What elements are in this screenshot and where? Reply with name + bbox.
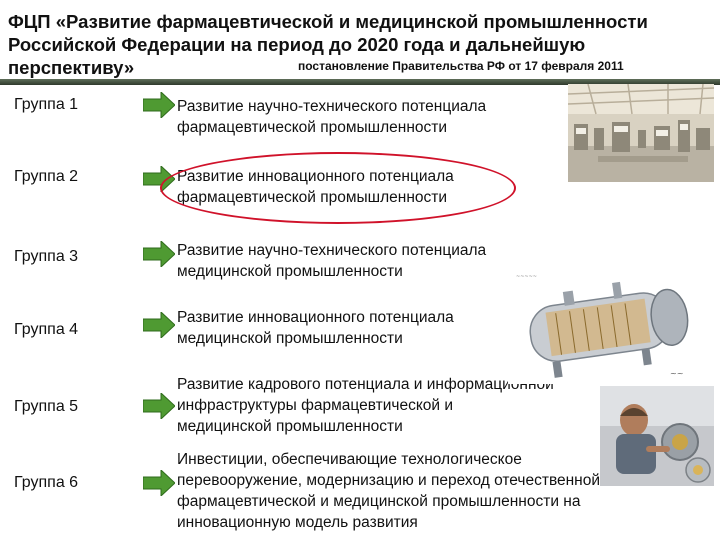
factory-hall-photo <box>568 84 714 182</box>
group-4-label: Группа 4 <box>14 321 79 338</box>
arrow-icon <box>143 470 175 496</box>
group-5-description: Развитие кадрового потенциала и информац… <box>177 374 554 437</box>
slide-subtitle: постановление Правительства РФ от 17 фев… <box>298 59 624 73</box>
slide-title: ФЦП «Развитие фармацевтической и медицин… <box>8 10 708 79</box>
group-3-label: Группа 3 <box>14 248 79 265</box>
arrow-icon <box>143 92 175 118</box>
group-6-line-3: фармацевтической и медицинской промышлен… <box>177 493 581 510</box>
industrial-vessel-photo: ~~~~~ ~~ <box>508 264 714 384</box>
title-line-2: Российской Федерации на период до 2020 г… <box>8 34 586 55</box>
group-1-line-1: Развитие научно-технического потенциала <box>177 98 487 115</box>
group-4-description: Развитие инновационного потенциала медиц… <box>177 307 454 349</box>
group-4-line-1: Развитие инновационного потенциала <box>177 309 454 326</box>
title-line-1: ФЦП «Развитие фармацевтической и медицин… <box>8 11 648 32</box>
group-3-line-2: медицинской промышленности <box>177 263 403 280</box>
group-6-line-2: перевооружение, модернизацию и переход о… <box>177 472 601 489</box>
group-6-label: Группа 6 <box>14 474 79 491</box>
group-4-line-2: медицинской промышленности <box>177 330 403 347</box>
title-line-3: перспективу» <box>8 57 135 78</box>
group-1-line-2: фармацевтической промышленности <box>177 119 448 136</box>
svg-text:~~: ~~ <box>670 369 683 378</box>
arrow-icon <box>143 312 175 338</box>
arrow-icon <box>143 241 175 267</box>
group-5-line-2: инфраструктуры фармацевтической и <box>177 397 454 414</box>
lab-worker-photo <box>600 386 714 486</box>
group-5-label: Группа 5 <box>14 398 79 415</box>
group-2-label: Группа 2 <box>14 168 79 185</box>
group-6-description: Инвестиции, обеспечивающие технологическ… <box>177 449 600 533</box>
group-6-line-4: инновационную модель развития <box>177 514 418 531</box>
header-divider <box>0 79 720 85</box>
group-6-line-1: Инвестиции, обеспечивающие технологическ… <box>177 451 522 468</box>
highlight-ellipse <box>160 152 516 224</box>
arrow-icon <box>143 393 175 419</box>
group-1-label: Группа 1 <box>14 96 79 113</box>
group-3-line-1: Развитие научно-технического потенциала <box>177 242 487 259</box>
group-3-description: Развитие научно-технического потенциала … <box>177 240 486 282</box>
group-1-description: Развитие научно-технического потенциала … <box>177 96 486 138</box>
group-5-line-3: медицинской промышленности <box>177 418 403 435</box>
svg-text:~~~~~: ~~~~~ <box>516 274 537 280</box>
group-5-line-1: Развитие кадрового потенциала и информац… <box>177 376 554 393</box>
